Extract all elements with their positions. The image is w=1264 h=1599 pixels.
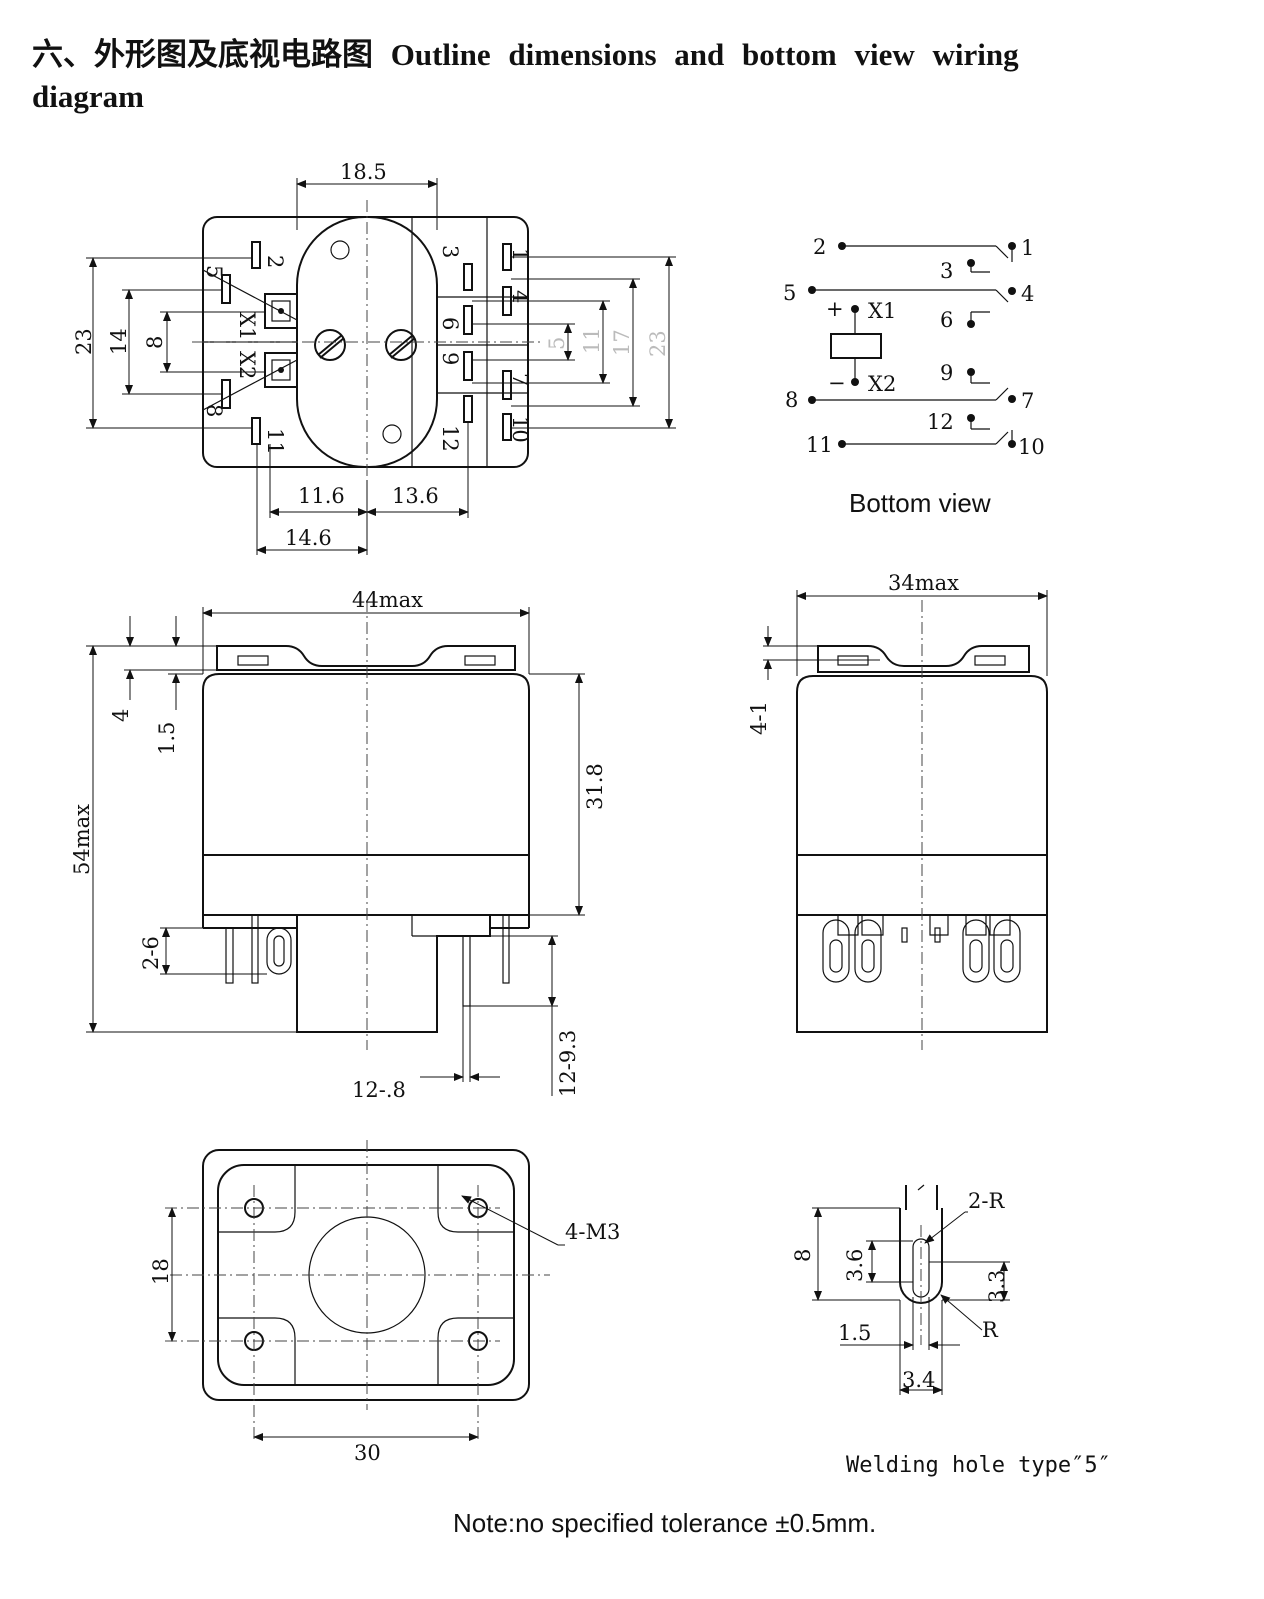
dim-label: 34max	[888, 571, 959, 595]
weld-hole-caption: Welding hole type″5″	[846, 1453, 1111, 1478]
weld-tab-icon	[266, 927, 292, 975]
dim-label: 11.6	[298, 484, 345, 508]
dim-label: 54max	[70, 804, 94, 875]
dim-label: 3.6	[843, 1249, 867, 1282]
dim-label: 4-M3	[565, 1220, 620, 1244]
pin-label: 5	[202, 265, 226, 278]
wiring-label: 3	[940, 259, 953, 283]
mount-hole-icon	[382, 424, 402, 444]
weld-hole-view: 8 3.6 3.3 1.5 3.4 2-R R Welding hole typ…	[791, 1184, 1111, 1478]
dim-label: 18.5	[340, 160, 387, 184]
dim-label: 23	[646, 330, 670, 357]
pin-label: 6	[438, 317, 462, 330]
tolerance-note: Note:no specified tolerance ±0.5mm.	[453, 1508, 876, 1538]
top-view: 2 5 X1 X2 8 11 3 6 9 12 1 4 7 10 18.5 23…	[72, 160, 676, 555]
coil-icon	[830, 333, 882, 359]
mount-hole-icon	[330, 240, 350, 260]
coil-terminal-x2	[264, 352, 298, 388]
dim-label: 2-6	[139, 936, 163, 970]
coil-minus: −	[828, 371, 846, 395]
pin-label: 9	[438, 352, 462, 365]
dim-label: 13.6	[392, 484, 439, 508]
dim-label: 2-R	[968, 1189, 1005, 1213]
wiring-label: 11	[806, 433, 833, 457]
screw-icon	[385, 329, 417, 361]
pin-label: 11	[263, 428, 287, 455]
wiring-label: 9	[940, 361, 953, 385]
dim-label: 1.5	[838, 1321, 871, 1345]
coil-plus: +	[826, 297, 844, 321]
wiring-label: 10	[1018, 435, 1045, 459]
pin-label: 2	[263, 255, 287, 268]
dim-label: 4-1	[747, 701, 771, 735]
wiring-label: 5	[783, 281, 796, 305]
dim-label: R	[982, 1318, 999, 1342]
dim-label: 12-.8	[352, 1078, 406, 1102]
wiring-label: 8	[785, 388, 798, 412]
pin-label: 10	[508, 416, 532, 443]
coil-x1-label: X1	[868, 299, 896, 323]
pin-label: 3	[438, 245, 462, 258]
coil-terminal-x1	[264, 293, 298, 329]
coil-x2-label: X2	[868, 372, 896, 396]
wiring-diagram: + X1 − X2 1 2 3 4 5 6 7 8 9 10 11 12 Bot…	[783, 235, 1045, 518]
dim-label: 30	[354, 1441, 381, 1465]
wiring-label: 1	[1021, 236, 1034, 260]
dim-label: 8	[791, 1249, 815, 1262]
dim-label: 3.3	[985, 1270, 1009, 1303]
wiring-label: 7	[1021, 389, 1034, 413]
pin-label: 8	[202, 404, 226, 417]
wiring-label: 12	[927, 410, 954, 434]
dim-label: 23	[72, 328, 96, 355]
dim-label: 17	[610, 329, 634, 356]
pin-label: X1	[235, 312, 259, 340]
pin-label: 7	[508, 373, 532, 386]
dim-label: 31.8	[583, 763, 607, 810]
wiring-label: 4	[1021, 282, 1034, 306]
wiring-caption: Bottom view	[849, 488, 991, 518]
screw-icon	[314, 329, 346, 361]
dim-label: 18	[149, 1258, 173, 1285]
page-title: 六、外形图及底视电路图 Outline dimensions and botto…	[32, 37, 1019, 114]
dim-label: 4	[109, 709, 133, 722]
side-view: 34max 4-1	[747, 571, 1048, 1050]
dim-label: 5	[545, 337, 569, 350]
pin-label: 4	[508, 290, 532, 303]
mount-view: 18 30 4-M3	[149, 1140, 620, 1465]
dim-label: 14.6	[285, 526, 332, 550]
dim-label: 1.5	[155, 722, 179, 755]
pin-label: X2	[235, 351, 259, 379]
dim-label: 14	[107, 328, 131, 355]
dim-label: 3.4	[902, 1368, 935, 1392]
pin-label: 12	[438, 425, 462, 452]
dim-label: 12-9.3	[556, 1030, 580, 1097]
dim-label: 8	[143, 336, 167, 349]
wiring-label: 6	[940, 308, 953, 332]
dim-label: 11	[580, 327, 604, 354]
front-view: 44max 54max 4 1.5 31.8 2-6 12-9.3 12-.8	[70, 588, 607, 1102]
pin-label: 1	[508, 248, 532, 261]
wiring-label: 2	[813, 235, 826, 259]
dim-label: 44max	[352, 588, 423, 612]
